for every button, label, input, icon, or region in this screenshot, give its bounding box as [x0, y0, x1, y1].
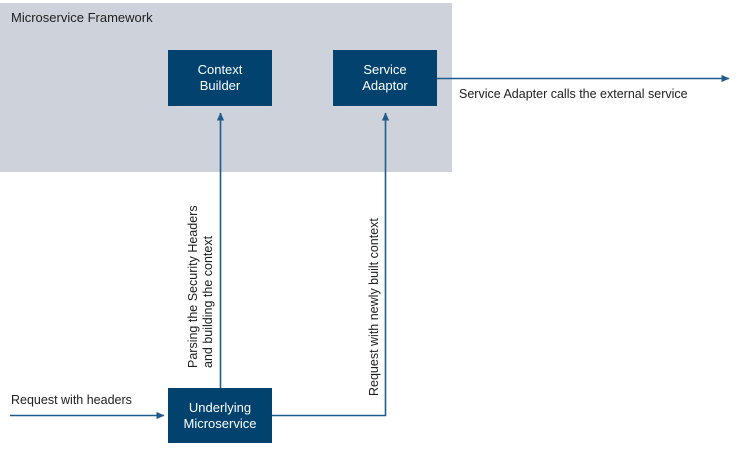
node-context-builder-line1: Context	[197, 62, 243, 77]
node-underlying-microservice-line1: Underlying	[188, 399, 252, 415]
node-service-adaptor[interactable]: Service Adaptor	[333, 50, 437, 106]
node-service-adaptor-line2: Adaptor	[362, 78, 408, 93]
edge-label-request-with-newly-built-context: Request with newly built context	[367, 218, 381, 396]
node-service-adaptor-line1: Service	[363, 62, 407, 77]
node-underlying-microservice[interactable]: Underlying Microservice	[168, 388, 272, 443]
node-underlying-microservice-line2: Microservice	[183, 415, 257, 431]
edge-label-request-with-headers: Request with headers	[11, 393, 132, 407]
edge-label-external-call: Service Adapter calls the external servi…	[459, 87, 688, 101]
node-context-builder-line2: Builder	[199, 78, 241, 93]
edge-label-parsing-security-headers: Parsing the Security Headers	[186, 205, 200, 368]
framework-title: Microservice Framework	[11, 10, 153, 25]
node-context-builder[interactable]: Context Builder	[168, 50, 272, 106]
edge-label-building-the-context: and building the context	[201, 235, 215, 368]
